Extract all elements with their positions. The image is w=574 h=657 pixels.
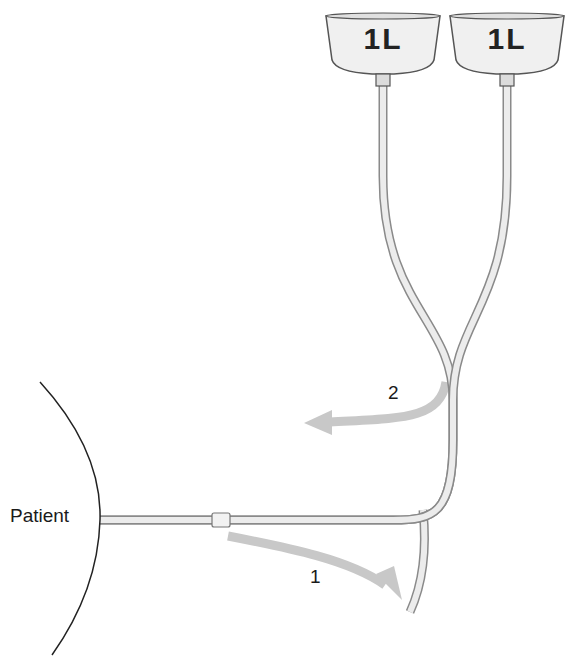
iv-tubing <box>100 86 507 520</box>
iv-tubing <box>100 86 453 520</box>
flow-arrow-2 <box>330 382 446 422</box>
fluid-bag: 1L <box>322 10 444 94</box>
tube-inner <box>100 86 507 520</box>
patient-label: Patient <box>10 505 69 527</box>
callout-number: 2 <box>388 382 399 404</box>
bag-rim <box>450 13 564 19</box>
flow-arrow-2-head <box>304 410 332 435</box>
drain-tube-inner <box>410 510 425 612</box>
tube-wall <box>100 86 453 520</box>
drain-tube <box>410 510 425 612</box>
flow-arrow-1-head <box>376 566 402 600</box>
bag-neck <box>500 74 514 86</box>
callout-number: 1 <box>310 566 321 588</box>
volume-label: 1L <box>446 22 568 56</box>
volume-label: 1L <box>322 22 444 56</box>
bag-rim <box>326 13 440 19</box>
tube-inner <box>100 86 453 520</box>
fluid-bag: 1L <box>446 10 568 94</box>
bag-neck <box>376 74 390 86</box>
patient-outline: Patient <box>0 380 104 657</box>
flow-arrow-1 <box>228 536 385 585</box>
tube-wall <box>100 86 507 520</box>
tube-connector <box>212 513 230 527</box>
